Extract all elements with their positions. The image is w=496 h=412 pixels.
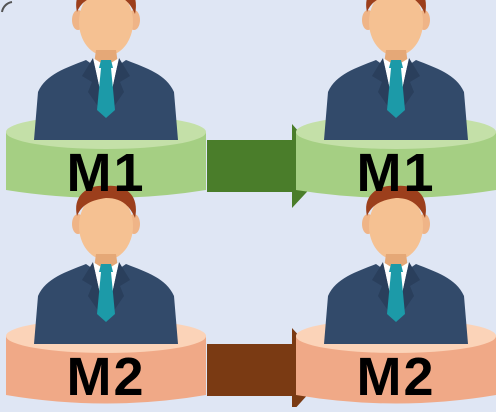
m2-source-label: M2 (66, 347, 146, 407)
businessman-icon (34, 185, 178, 344)
businessman-icon (324, 185, 468, 344)
m1-target-node (296, 0, 496, 198)
m1-target-label: M1 (356, 143, 436, 203)
m1-target-platform-side (296, 132, 496, 198)
corner-arc-icon (1, 1, 13, 13)
m1-source-node (6, 0, 206, 198)
m2-source-platform-side (6, 336, 206, 404)
m2-source-node (6, 185, 206, 404)
m2-target-platform-side (296, 336, 496, 404)
m2-target-label: M2 (356, 347, 436, 407)
m1-source-label: M1 (66, 143, 146, 203)
m2-target-node (296, 185, 496, 404)
m1-source-platform-side (6, 132, 206, 198)
businessman-icon (324, 0, 468, 140)
businessman-icon (34, 0, 178, 140)
